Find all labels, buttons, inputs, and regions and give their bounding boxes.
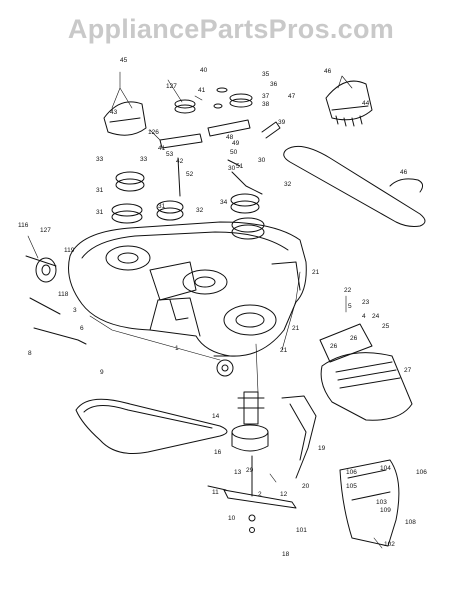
callout-4: 4 — [362, 313, 366, 320]
callout-42: 42 — [176, 158, 184, 165]
callout-14: 14 — [212, 413, 220, 420]
callout-127: 127 — [40, 227, 51, 234]
callout-109: 109 — [380, 507, 391, 514]
callout-44: 44 — [362, 100, 370, 107]
callout-105: 105 — [346, 483, 357, 490]
callout-21: 21 — [280, 347, 288, 354]
callout-46: 46 — [324, 68, 332, 75]
callout-48: 48 — [226, 134, 234, 141]
callout-27: 27 — [404, 367, 412, 374]
callout-108: 108 — [405, 519, 416, 526]
belts — [75, 145, 426, 454]
callout-116: 116 — [18, 222, 29, 229]
callout-38: 38 — [262, 101, 270, 108]
callout-35: 35 — [262, 71, 270, 78]
callout-49: 49 — [232, 140, 240, 147]
callout-29: 29 — [246, 467, 254, 474]
callout-30: 30 — [258, 157, 266, 164]
pulleys — [111, 87, 265, 240]
callout-127: 127 — [166, 83, 177, 90]
callout-40: 40 — [200, 67, 208, 74]
callout-8: 8 — [28, 350, 32, 357]
callout-9: 9 — [100, 369, 104, 376]
callout-16: 16 — [214, 449, 222, 456]
callout-102: 102 — [384, 541, 395, 548]
watermark: AppliancePartsPros.com — [67, 14, 395, 44]
callout-26: 26 — [350, 335, 358, 342]
callout-32: 32 — [196, 207, 204, 214]
callout-12: 12 — [280, 491, 288, 498]
callout-26: 26 — [330, 343, 338, 350]
callout-22: 22 — [344, 287, 352, 294]
callout-19: 19 — [318, 445, 326, 452]
callout-41: 41 — [198, 87, 206, 94]
callout-51: 51 — [236, 163, 244, 170]
callout-39: 39 — [278, 119, 286, 126]
callout-45: 45 — [120, 57, 128, 64]
callout-21: 21 — [292, 325, 300, 332]
callout-118: 118 — [58, 291, 69, 298]
callout-104: 104 — [380, 465, 391, 472]
callout-3: 3 — [73, 307, 77, 314]
callout-5: 5 — [348, 303, 352, 310]
callout-103: 103 — [376, 499, 387, 506]
callout-106: 106 — [346, 469, 357, 476]
mower-deck — [68, 221, 307, 377]
callout-53: 53 — [166, 151, 174, 158]
callout-106: 106 — [416, 469, 427, 476]
callout-126: 126 — [148, 129, 159, 136]
callout-18: 18 — [282, 551, 290, 558]
callout-41: 41 — [158, 145, 166, 152]
callout-47: 47 — [288, 93, 296, 100]
callout-31: 31 — [158, 203, 166, 210]
callout-24: 24 — [372, 313, 380, 320]
callout-6: 6 — [80, 325, 84, 332]
callout-23: 23 — [362, 299, 370, 306]
leader-lines — [27, 71, 383, 549]
callout-2: 2 — [258, 491, 262, 498]
callout-33: 33 — [96, 156, 104, 163]
callout-37: 37 — [262, 93, 270, 100]
callout-20: 20 — [302, 483, 310, 490]
callout-31: 31 — [96, 209, 104, 216]
callout-50: 50 — [230, 149, 238, 156]
callout-119: 119 — [64, 247, 75, 254]
callout-36: 36 — [270, 81, 278, 88]
callout-46: 46 — [400, 169, 408, 176]
callout-25: 25 — [382, 323, 390, 330]
callout-101: 101 — [296, 527, 307, 534]
idler-hardware — [159, 119, 281, 197]
callout-21: 21 — [312, 269, 320, 276]
callout-30: 30 — [228, 165, 236, 172]
callout-52: 52 — [186, 171, 194, 178]
belt-guards — [103, 80, 373, 136]
callout-34: 34 — [220, 199, 228, 206]
callout-10: 10 — [228, 515, 236, 522]
callout-32: 32 — [284, 181, 292, 188]
side-guards — [281, 323, 413, 547]
callout-11: 11 — [212, 489, 219, 496]
callout-43: 43 — [110, 109, 118, 116]
callout-13: 13 — [234, 469, 242, 476]
callout-31: 31 — [96, 187, 104, 194]
callout-1: 1 — [175, 345, 179, 352]
gauge-wheel — [25, 255, 87, 345]
callout-33: 33 — [140, 156, 148, 163]
spindle-blade — [207, 391, 297, 533]
